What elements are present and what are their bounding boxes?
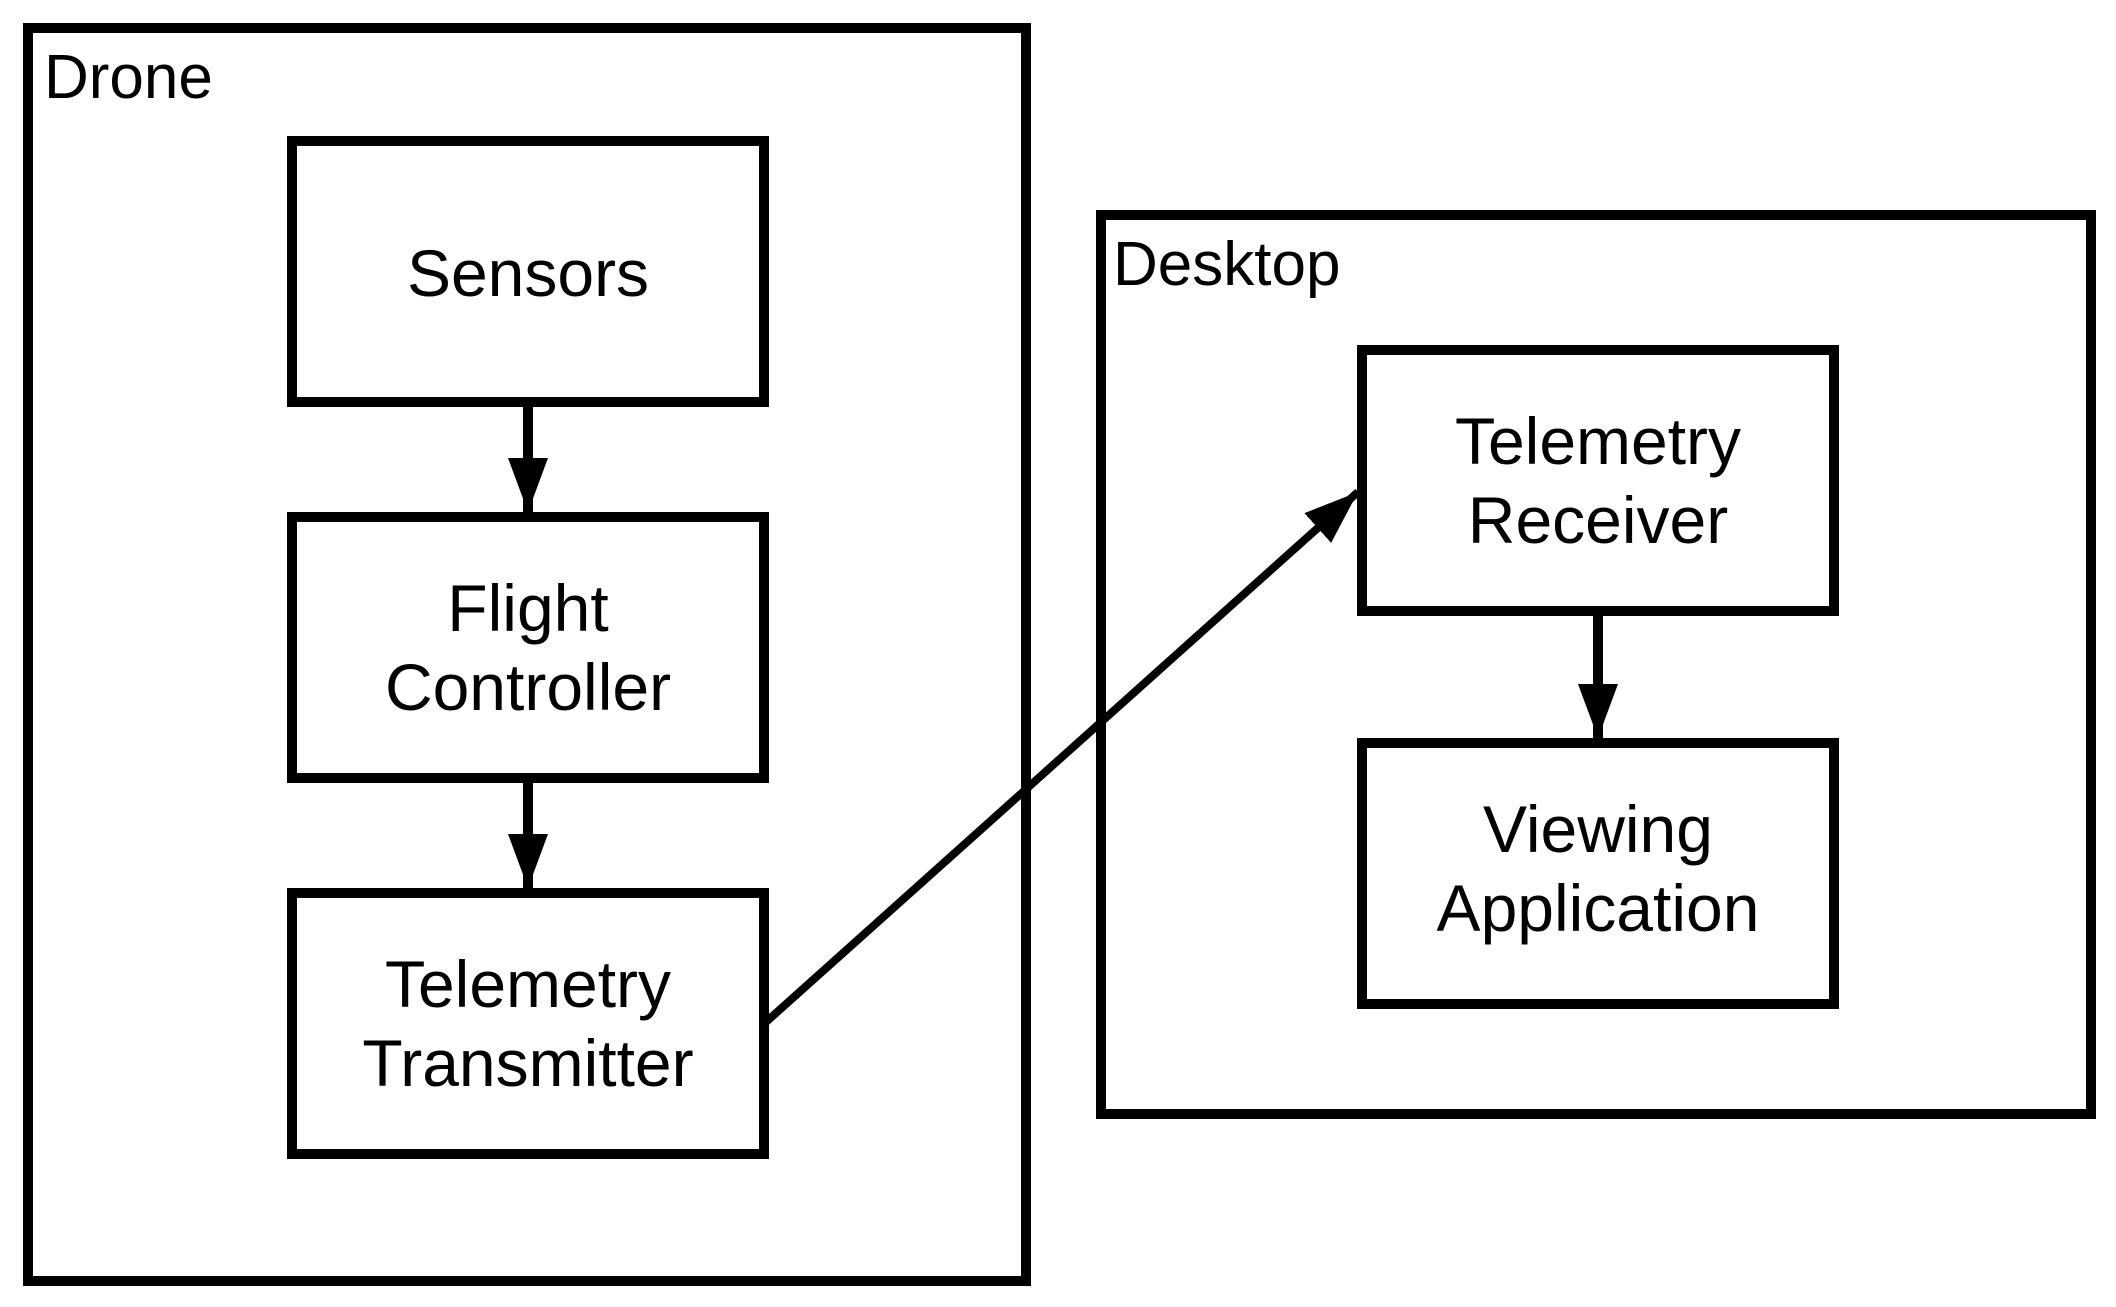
telemetry-transmitter-label-line-2: Transmitter: [362, 1026, 693, 1100]
drone-container-border: [23, 23, 1031, 1286]
telemetry-receiver-label-line-2: Receiver: [1468, 483, 1728, 557]
desktop-container: Desktop: [1096, 210, 2096, 1119]
sensors-label: Sensors: [407, 236, 649, 310]
viewing-application-box: [1357, 738, 1839, 1009]
drone-container-label: Drone: [44, 43, 213, 112]
flight-controller-node: Flight Controller: [287, 512, 769, 783]
telemetry-receiver-label-line-1: Telemetry: [1455, 404, 1741, 478]
sensors-node: Sensors: [287, 136, 769, 407]
flight-controller-box: [287, 512, 769, 783]
viewing-application-label-line-2: Application: [1437, 871, 1760, 945]
arrows: [508, 402, 1618, 1025]
flight-controller-label-line-1: Flight: [447, 571, 608, 645]
telemetry-receiver-box: [1357, 345, 1839, 616]
arrow-telemetry-transmitter-to-telemetry-receiver: [763, 489, 1361, 1025]
viewing-application-node: Viewing Application: [1357, 738, 1839, 1009]
viewing-application-label-line-1: Viewing: [1483, 792, 1713, 866]
desktop-container-label: Desktop: [1113, 230, 1340, 299]
drone-container: Drone: [23, 23, 1031, 1286]
desktop-container-border: [1096, 210, 2096, 1119]
flight-controller-label-line-2: Controller: [385, 650, 671, 724]
telemetry-receiver-node: Telemetry Receiver: [1357, 345, 1839, 616]
telemetry-transmitter-label-line-1: Telemetry: [385, 947, 671, 1021]
telemetry-transmitter-box: [287, 888, 769, 1159]
telemetry-transmitter-node: Telemetry Transmitter: [287, 888, 769, 1159]
